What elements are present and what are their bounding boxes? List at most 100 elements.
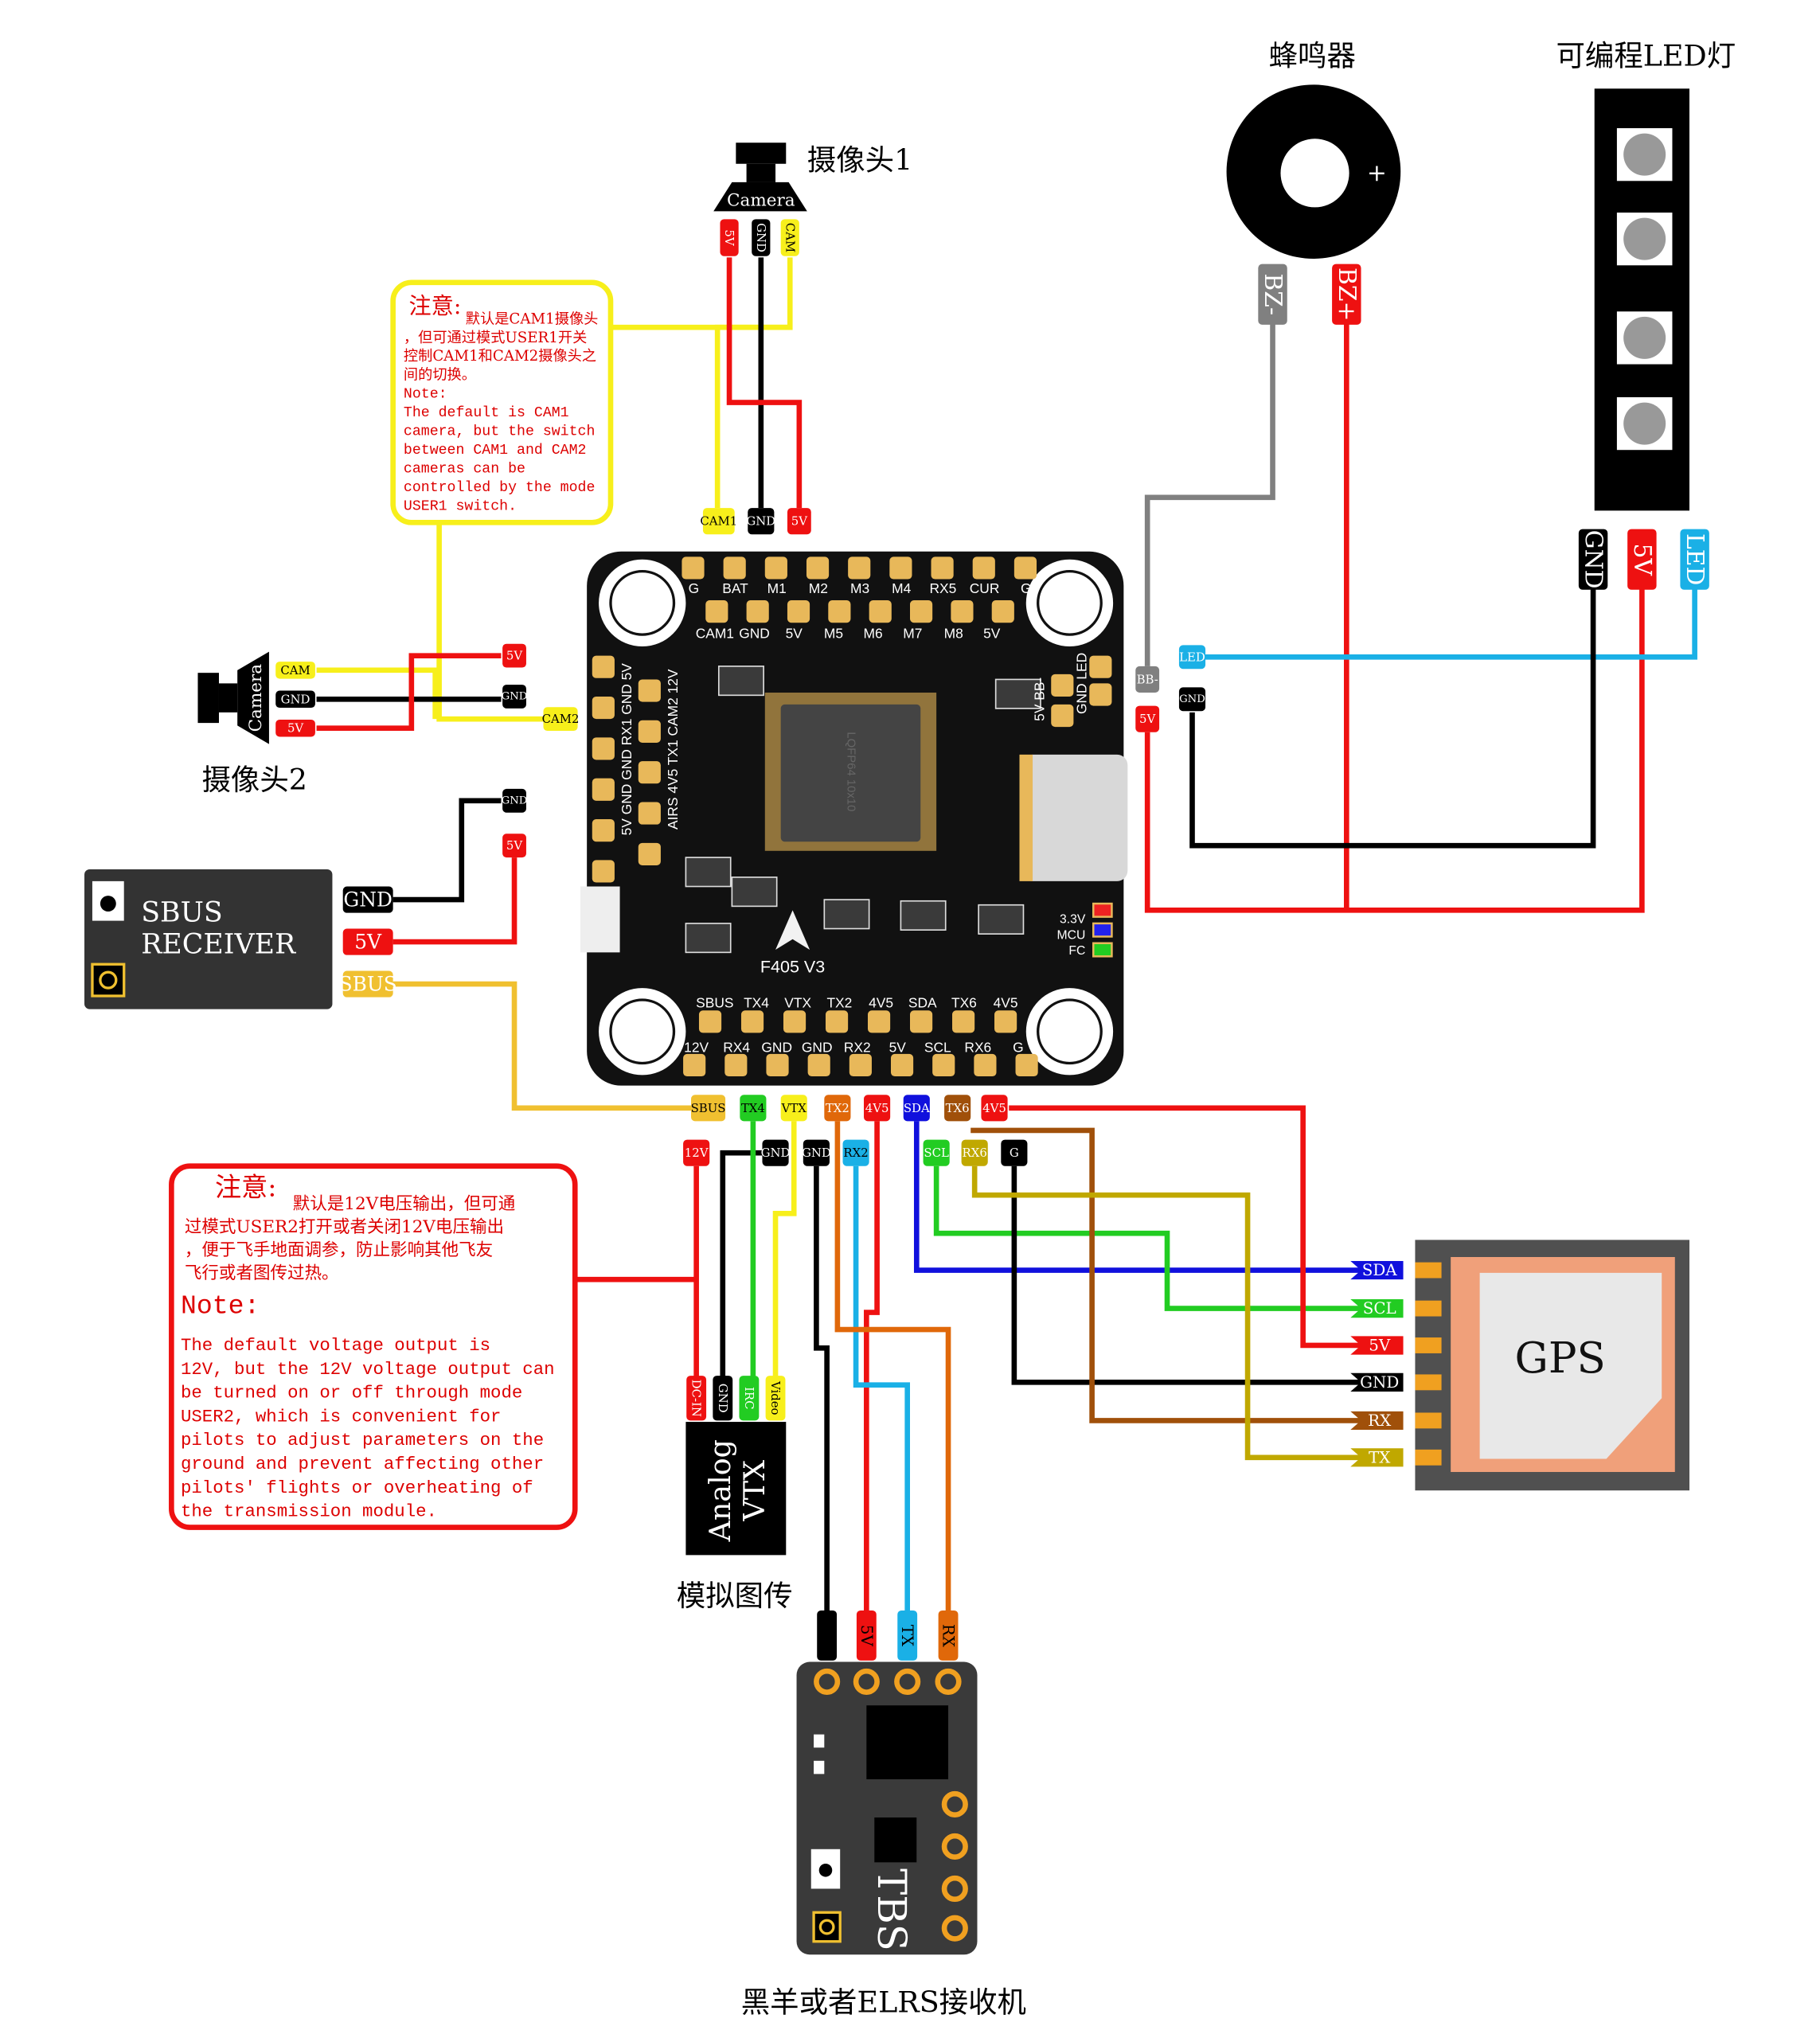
led-gnd-wire <box>1189 587 1596 849</box>
silk-label: 5V <box>786 625 803 641</box>
pad-bottom2: GND <box>802 1139 831 1166</box>
silk-label: AIRS 4V5 TX1 CAM2 12V <box>665 669 681 830</box>
label: RX2 <box>843 1146 868 1160</box>
sbus-gnd-wire <box>393 798 502 903</box>
note-zh-line: ，但可通过模式USER1开关 <box>404 330 587 346</box>
label: 5V <box>287 721 303 736</box>
gps-pin-label: RX <box>1368 1411 1392 1430</box>
pad-bottom1: 4V5 <box>981 1095 1008 1122</box>
note-zh-line: 飞行或者图传过热。 <box>185 1263 339 1283</box>
label: RX6 <box>963 1146 987 1160</box>
camera2-title: 摄像头2 <box>201 763 307 797</box>
note-zh-line: ，便于飞手地面调参，防止影响其他飞友 <box>185 1240 493 1260</box>
pad-bottom2: G <box>1001 1139 1028 1166</box>
camera1-5v-wire <box>726 257 803 509</box>
pad-cam1: CAM1 <box>700 508 737 535</box>
analog-vtx-title: 模拟图传 <box>677 1579 793 1613</box>
pin-5v: 5V <box>342 928 393 955</box>
label: GND <box>761 1146 791 1160</box>
silk-label: G <box>1021 580 1032 596</box>
tbs-5v-wire <box>864 1121 880 1612</box>
silk-label: 5V <box>983 625 1001 641</box>
label: 5V <box>506 649 522 663</box>
gps-pin-label: SCL <box>1363 1299 1396 1318</box>
pad-gnd: GND <box>1178 687 1206 712</box>
label: G <box>1010 1146 1019 1160</box>
note-en-title: Note: <box>404 387 447 403</box>
vtx-gnd-wire <box>720 1150 763 1379</box>
gps-pin-label: 5V <box>1369 1336 1391 1354</box>
sbus-5v-wire <box>393 857 517 945</box>
label: TX6 <box>946 1101 970 1115</box>
receiver-name: SBUS <box>141 897 222 929</box>
gps-pin: TX <box>1350 1448 1404 1467</box>
gps-5v-wire <box>1009 1105 1361 1349</box>
label: GND <box>502 795 528 806</box>
silk-label: M8 <box>944 625 963 641</box>
label: VTX <box>781 1101 807 1115</box>
note-title: 注意: <box>215 1172 276 1203</box>
chip-marking: LQFP64 10x10 <box>844 732 857 811</box>
status-led-label: MCU <box>1057 928 1086 942</box>
receiver-title: 黑羊或者ELRS接收机 <box>741 1985 1026 2019</box>
gps-pin-label: TX <box>1369 1448 1391 1466</box>
pin-cam: CAM <box>275 662 315 679</box>
pad-5v: 5V <box>502 643 526 668</box>
wires <box>316 257 1697 1612</box>
pin-cam: CAM <box>780 219 799 256</box>
led-5v-wire <box>1144 580 1645 913</box>
silk-label: RX6 <box>964 1040 991 1056</box>
note-en-line: The default voltage output is <box>181 1335 490 1356</box>
parts: CameraCamera注意:默认是CAM1摄像头，但可通过模式USER1开关控… <box>84 84 1690 1955</box>
note-en-line: pilots to adjust parameters on the <box>181 1430 544 1450</box>
vtx-video-wire <box>772 1121 797 1379</box>
label: GND <box>1179 693 1205 705</box>
label: TX2 <box>826 1101 849 1115</box>
note-leader-cam2 <box>436 521 544 722</box>
tbs-gnd-wire <box>814 1165 830 1612</box>
label: SCL <box>924 1146 949 1160</box>
status-led-label: FC <box>1068 944 1085 958</box>
vtx-pin: IRC <box>739 1376 760 1421</box>
note-en-line: USER1 switch. <box>404 498 517 514</box>
note-en-title: Note: <box>181 1290 260 1321</box>
label: SBUS <box>339 973 397 996</box>
label: CAM <box>783 223 797 252</box>
silk-label: GND LED <box>1073 653 1089 714</box>
label: RX <box>939 1624 958 1648</box>
gps-gnd-wire <box>1011 1165 1361 1385</box>
gps-pin: RX <box>1350 1411 1404 1431</box>
note-zh-line: 默认是12V电压输出，但可通 <box>293 1194 516 1214</box>
label: GND <box>281 692 310 706</box>
silk-label: 5V GND GND RX1 GND 5V <box>619 663 635 836</box>
silk-label: SCL <box>924 1040 951 1056</box>
pin-5v: 5V <box>720 219 739 256</box>
tbs-pin: RX <box>938 1610 959 1661</box>
gps-pin-label: GND <box>1360 1373 1399 1392</box>
led-pin-gnd: GND <box>1578 529 1608 590</box>
label: 5V <box>722 229 736 245</box>
led-data-wire <box>1204 587 1697 660</box>
label: GND <box>716 1384 730 1413</box>
camera-text: Camera <box>727 191 795 211</box>
silk-label: M1 <box>767 580 787 596</box>
label: GND <box>746 514 775 529</box>
gps-pin: SDA <box>1350 1260 1404 1280</box>
label: GND <box>343 888 392 912</box>
silk-label: G <box>1013 1040 1024 1056</box>
silk-label: RX2 <box>844 1040 871 1056</box>
note-zh-line: 默认是CAM1摄像头 <box>466 311 599 328</box>
silk-label: TX2 <box>826 994 852 1010</box>
label: GND <box>502 690 528 702</box>
buzzer-minus-wire <box>1144 323 1275 666</box>
silk-label: BAT <box>722 580 748 596</box>
pad-bottom1: VTX <box>781 1095 807 1122</box>
label: 4V5 <box>865 1101 889 1115</box>
gps-module: GPS <box>1415 1240 1690 1491</box>
silk-label: TX6 <box>951 994 977 1010</box>
note-en-line: pilots' flights or overheating of <box>181 1478 533 1498</box>
pad-bottom2: SCL <box>923 1139 950 1166</box>
gps-name: GPS <box>1515 1334 1606 1383</box>
